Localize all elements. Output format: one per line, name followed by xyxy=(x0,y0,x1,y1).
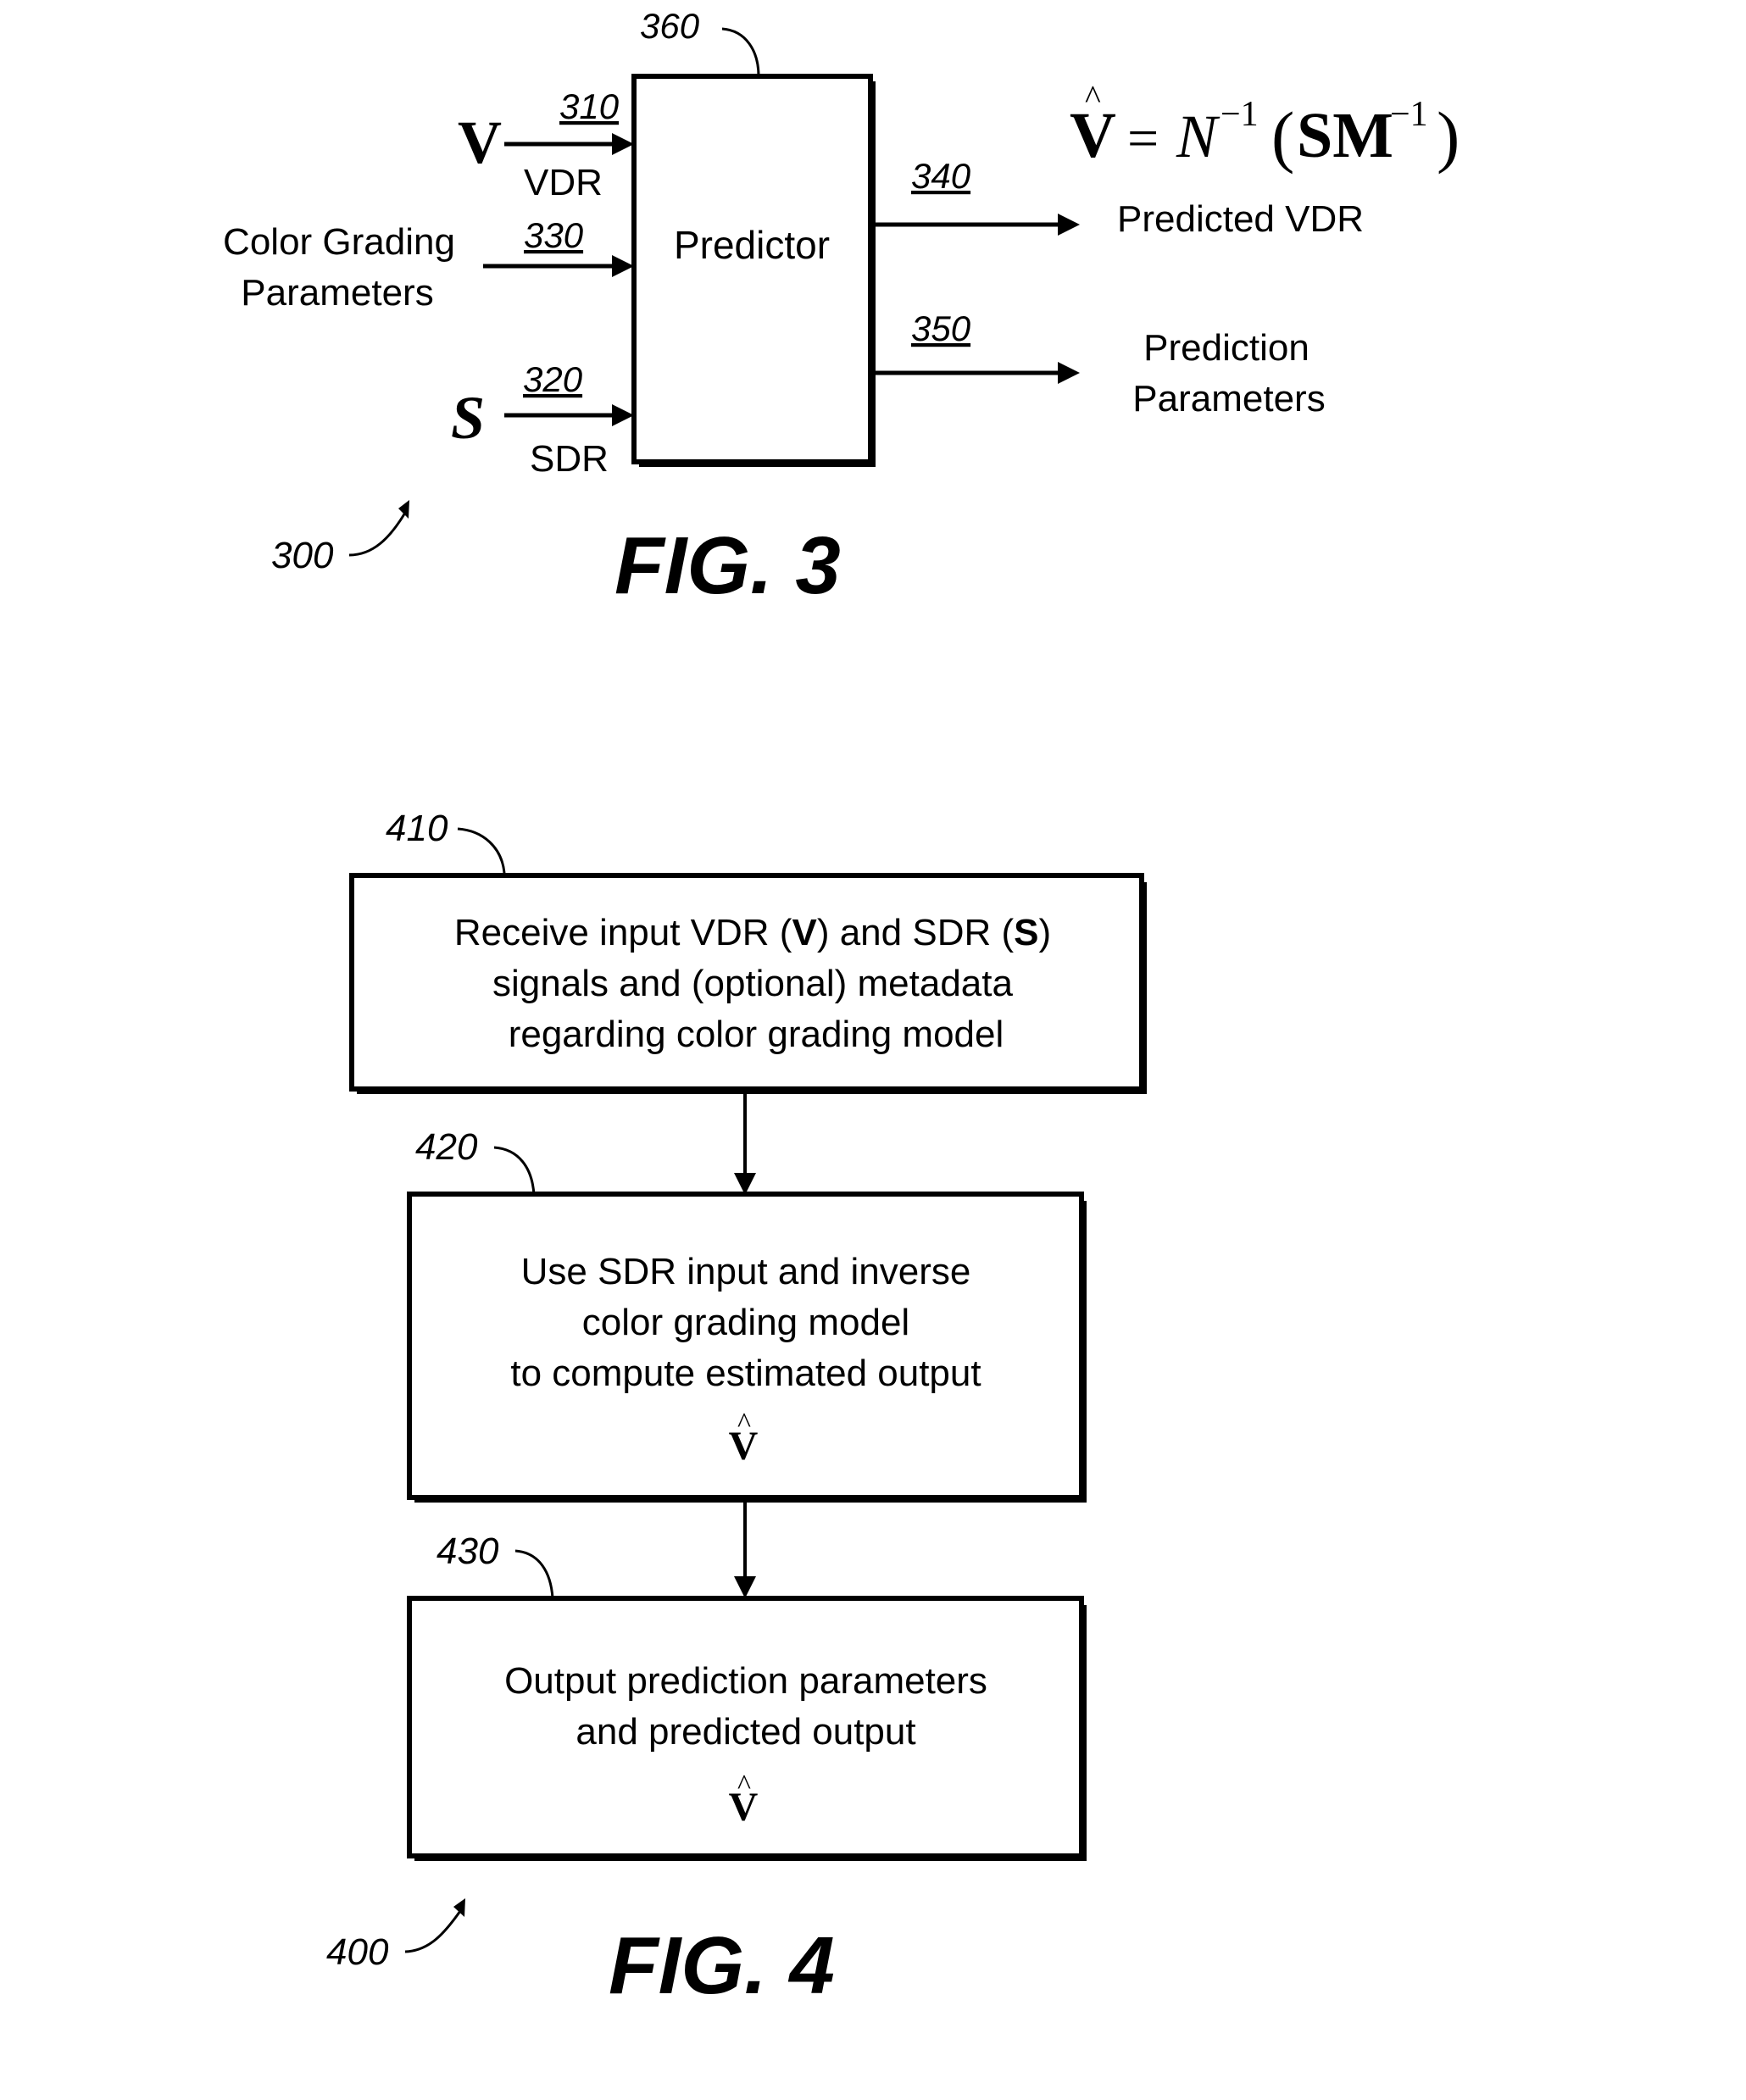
step-410-line-2: signals and (optional) metadata xyxy=(492,963,1013,1004)
ref-420-leader-line xyxy=(494,1147,534,1195)
label-sdr: SDR xyxy=(530,438,609,480)
equation-open-paren: ( xyxy=(1271,97,1294,175)
label-prediction-params-line1: Prediction xyxy=(1143,327,1310,369)
ref-350: 350 xyxy=(911,308,971,348)
equation-close-paren: ) xyxy=(1437,97,1460,175)
equation-func-n: N xyxy=(1176,103,1221,170)
step-410-symbol-s: S xyxy=(1014,912,1038,953)
arrow-320-head xyxy=(612,404,634,426)
ref-360-leader-line xyxy=(722,29,759,76)
step-410-symbol-v: V xyxy=(792,912,817,953)
step-430-line-2: and predicted output xyxy=(576,1711,915,1753)
input-color-grading: Color Grading Parameters 330 xyxy=(223,215,634,314)
step-420-line-1: Use SDR input and inverse xyxy=(521,1251,971,1292)
input-vdr: V 310 VDR xyxy=(458,86,634,203)
figure-4: 410 Receive input VDR (V) and SDR (S) si… xyxy=(326,808,1147,2011)
ref-360: 360 xyxy=(640,6,700,46)
arrow-310-head xyxy=(612,133,634,155)
step-420-line-2: color grading model xyxy=(582,1302,909,1343)
equation-equals: = xyxy=(1127,108,1159,169)
ref-430: 430 xyxy=(436,1531,499,1572)
arrow-330-head xyxy=(612,255,634,277)
symbol-v: V xyxy=(458,108,502,176)
ref-300-leader-line xyxy=(349,513,405,555)
ref-340: 340 xyxy=(911,156,971,196)
step-430-symbol-v: V xyxy=(729,1785,759,1830)
predictor-block-box xyxy=(634,76,870,462)
equation-arg-exponent: −1 xyxy=(1390,95,1428,134)
ref-330: 330 xyxy=(524,215,584,255)
step-410: 410 Receive input VDR (V) and SDR (S) si… xyxy=(352,808,1147,1094)
prediction-equation: ^ V = N −1 ( SM −1 ) xyxy=(1070,78,1460,175)
predictor-label: Predictor xyxy=(674,223,830,267)
input-sdr: S 320 SDR xyxy=(451,359,634,480)
ref-410: 410 xyxy=(386,808,448,849)
label-predicted-vdr: Predicted VDR xyxy=(1117,198,1364,240)
step-410-line-1: Receive input VDR (V) and SDR (S) xyxy=(454,912,1051,953)
step-410-line-1-pre: Receive input VDR ( xyxy=(454,912,792,953)
step-410-line-3: regarding color grading model xyxy=(509,1014,1004,1055)
ref-410-leader-line xyxy=(458,829,504,873)
label-vdr: VDR xyxy=(524,162,603,203)
equation-lhs-v: V xyxy=(1070,100,1116,171)
ref-420: 420 xyxy=(415,1126,478,1168)
output-prediction-parameters: 350 Prediction Parameters xyxy=(873,308,1326,419)
ref-400-leader-line xyxy=(405,1911,460,1952)
equation-func-exponent: −1 xyxy=(1221,95,1259,134)
ref-430-leader-line xyxy=(515,1551,553,1598)
arrow-350-head xyxy=(1058,362,1080,384)
arrow-340-head xyxy=(1058,214,1080,236)
label-prediction-params-line2: Parameters xyxy=(1132,378,1325,419)
ref-400: 400 xyxy=(326,1931,389,1973)
ref-300: 300 xyxy=(271,535,334,576)
step-410-line-1-mid: ) and SDR ( xyxy=(817,912,1015,953)
step-420-line-3: to compute estimated output xyxy=(510,1353,981,1394)
fig3-caption: FIG. 3 xyxy=(614,520,841,611)
fig4-caption: FIG. 4 xyxy=(609,1920,835,2011)
figure-3: Predictor 360 V 310 VDR Color Grading Pa… xyxy=(223,6,1460,611)
step-430-line-1: Output prediction parameters xyxy=(504,1660,987,1702)
equation-arg-sm: SM xyxy=(1297,100,1393,171)
connector-420-430-arrow-head xyxy=(734,1576,756,1598)
ref-310: 310 xyxy=(559,86,620,126)
predictor-block: Predictor xyxy=(634,76,876,467)
step-410-line-1-post: ) xyxy=(1038,912,1051,953)
label-color-grading-line1: Color Grading xyxy=(223,221,455,263)
step-420-symbol-v: V xyxy=(729,1424,759,1469)
ref-320: 320 xyxy=(523,359,583,399)
symbol-s: S xyxy=(451,384,485,452)
label-color-grading-line2: Parameters xyxy=(241,272,433,314)
